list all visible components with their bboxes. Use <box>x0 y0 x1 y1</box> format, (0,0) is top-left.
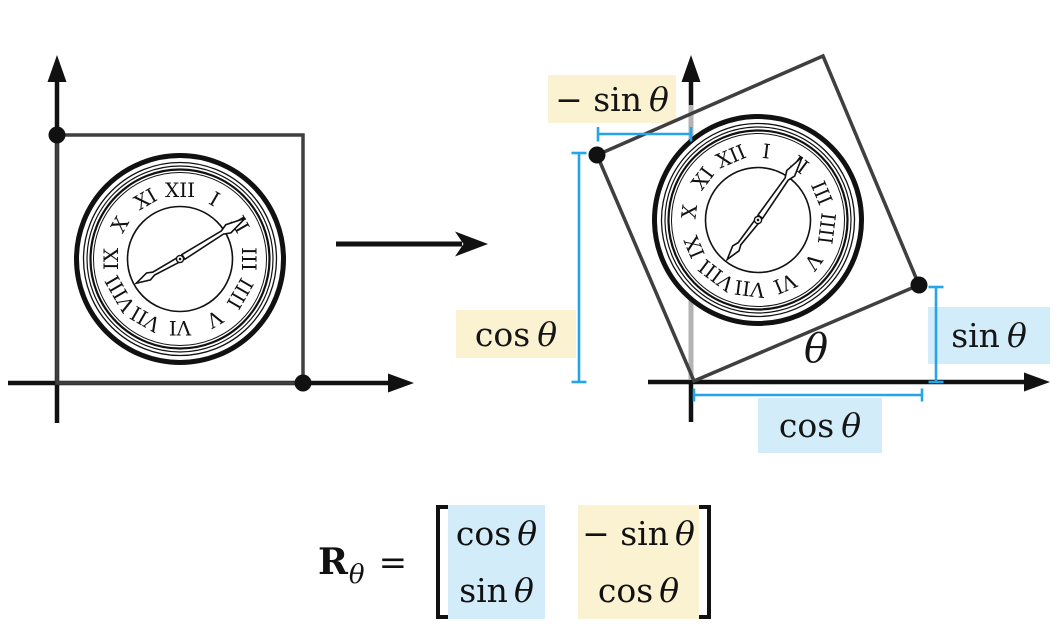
clock-original <box>77 156 284 363</box>
entry-fn: sin <box>459 571 508 610</box>
label-cos-theta-left-fn: cos <box>474 314 531 354</box>
theta-symbol: θ <box>1006 316 1027 355</box>
theta-symbol: θ <box>513 571 534 610</box>
clock-rotated <box>622 84 893 355</box>
matrix-right-bracket <box>699 505 711 619</box>
label-rotation-angle-theta: θ <box>794 326 838 372</box>
point-0-1 <box>48 126 66 144</box>
theta-symbol: θ <box>537 314 558 354</box>
rotated-point-0-1 <box>588 146 606 164</box>
label-minus-sin-theta-fn: − sin <box>555 79 642 119</box>
left-diagram <box>8 55 414 423</box>
theta-symbol: θ <box>649 79 669 119</box>
equals-sign: = <box>378 543 408 583</box>
transformation-arrow-head <box>455 231 488 257</box>
entry-fn: − sin <box>582 514 669 553</box>
matrix-left-bracket <box>436 505 448 619</box>
transformation-arrow <box>336 231 488 257</box>
theta-symbol: θ <box>803 326 829 372</box>
label-cos-theta-bottom-fn: cos <box>778 406 835 445</box>
left-x-axis-arrowhead <box>388 373 414 393</box>
entry-fn: cos <box>597 571 654 610</box>
measurement-lines <box>571 127 944 402</box>
theta-symbol: θ <box>841 406 862 445</box>
left-y-axis-arrowhead <box>47 55 67 82</box>
theta-symbol: θ <box>517 514 538 553</box>
right-x-axis-arrowhead <box>1024 372 1050 392</box>
right-y-axis-arrowhead <box>681 55 701 82</box>
matrix-subscript-theta: θ <box>348 560 365 590</box>
theta-symbol: θ <box>659 571 680 610</box>
label-sin-theta-right-fn: sin <box>951 316 1000 355</box>
theta-symbol: θ <box>675 514 695 553</box>
matrix-symbol-R: R <box>318 541 348 583</box>
point-1-0 <box>294 374 312 392</box>
unit-square <box>55 133 305 385</box>
entry-fn: cos <box>455 514 512 553</box>
rotated-point-1-0 <box>910 276 928 294</box>
